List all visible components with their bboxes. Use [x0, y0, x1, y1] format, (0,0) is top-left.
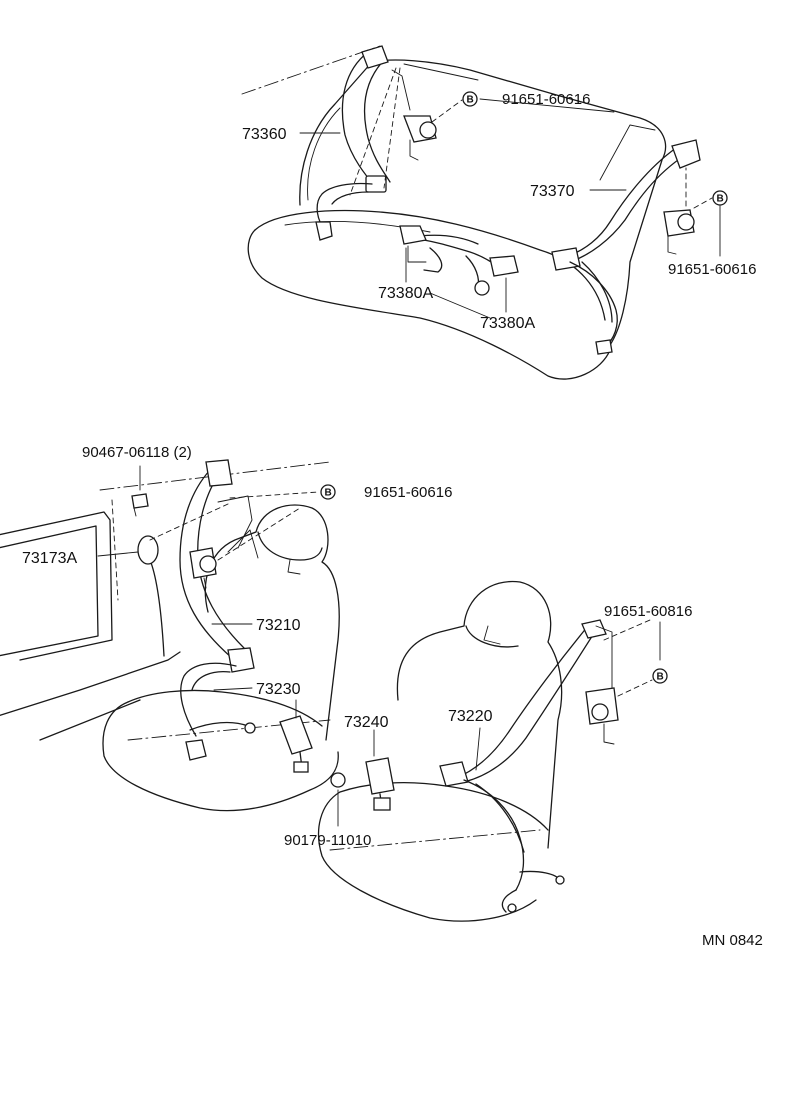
bolt-badge-rear-right [712, 190, 728, 206]
diagram-code: MN 0842 [702, 932, 763, 949]
badge-letter: B [717, 194, 724, 205]
nut-part [330, 772, 346, 788]
front-right-belt [455, 625, 589, 779]
front-seat-assembly [0, 459, 661, 922]
front-right-seat-back [396, 580, 563, 849]
front-left-seat-cushion [102, 701, 339, 812]
clip-part [131, 493, 149, 509]
label-rear-center-belt-b: 73380A [480, 315, 535, 332]
front-left-seat-back [204, 504, 340, 741]
front-right-buckle [365, 757, 395, 795]
label-front-bolt-left: 91651-60616 [364, 484, 452, 501]
part-labels: 73360 73370 73380A 73380A B 91651-60616 … [22, 91, 763, 949]
badge-letter: B [325, 488, 332, 499]
label-rear-right-belt: 73370 [530, 183, 575, 200]
front-right-seat-cushion [318, 791, 537, 922]
bolt-badge-front-left [320, 484, 336, 500]
front-left-buckle [279, 715, 313, 755]
label-front-left-buckle: 73230 [256, 681, 301, 698]
label-rear-left-belt: 73360 [242, 126, 287, 143]
bolt-badge-rear-top [462, 91, 478, 107]
label-rear-bolt-right: 91651-60616 [668, 261, 756, 278]
label-front-bolt-right: 91651-60816 [604, 603, 692, 620]
label-front-right-buckle: 73240 [344, 714, 389, 731]
rear-right-belt [569, 151, 691, 263]
label-front-cover: 73173A [22, 550, 77, 567]
label-front-left-belt: 73210 [256, 617, 301, 634]
badge-letter: B [467, 95, 474, 106]
rear-seat-assembly [241, 45, 721, 380]
pillar-cover [137, 535, 159, 565]
front-left-belt [179, 469, 233, 659]
rear-left-belt [341, 51, 379, 191]
bolt-badge-front-right [652, 668, 668, 684]
label-front-right-belt: 73220 [448, 708, 493, 725]
badge-letter: B [657, 672, 664, 683]
rear-seat-back [299, 59, 667, 346]
label-front-nut: 90179-11010 [284, 832, 371, 849]
label-rear-center-belt-a: 73380A [378, 285, 433, 302]
label-rear-bolt-top: 91651-60616 [502, 91, 590, 108]
rear-seat-cushion [247, 229, 611, 380]
rear-center-belt [409, 237, 501, 269]
label-front-clip: 90467-06118 (2) [82, 444, 192, 461]
